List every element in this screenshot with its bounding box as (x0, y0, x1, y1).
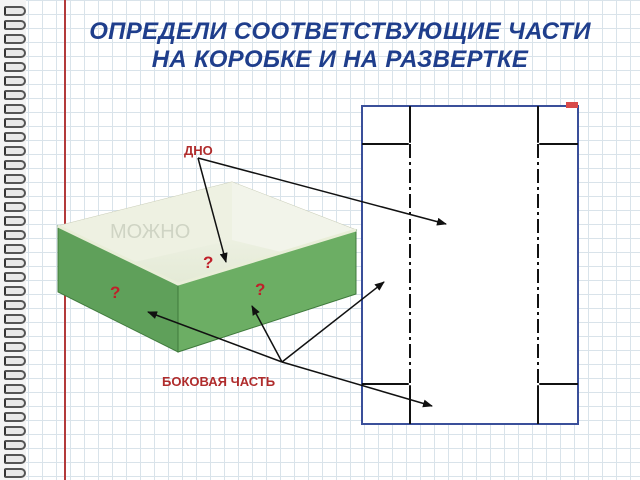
open-box: МОЖНО (56, 181, 358, 353)
label-side-part: БОКОВАЯ ЧАСТЬ (162, 374, 276, 389)
box-net (361, 102, 579, 425)
side-arrows (147, 281, 433, 408)
title-line-2: НА КОРОБКЕ И НА РАЗВЕРТКЕ (151, 46, 529, 73)
bottom-arrows (197, 157, 447, 263)
question-mark-bottom: ? (203, 253, 214, 272)
page-title: ОПРЕДЕЛИ СООТВЕТСТВУЮЩИЕ ЧАСТИ НА КОРОБК… (40, 18, 640, 74)
notebook-spiral (0, 0, 26, 480)
question-mark-front-side: ? (255, 280, 266, 299)
title-line-1: ОПРЕДЕЛИ СООТВЕТСТВУЮЩИЕ ЧАСТИ (89, 18, 591, 45)
label-bottom: ДНО (184, 143, 213, 158)
box-faint-print: МОЖНО (110, 221, 190, 243)
question-mark-left-side: ? (110, 283, 121, 302)
